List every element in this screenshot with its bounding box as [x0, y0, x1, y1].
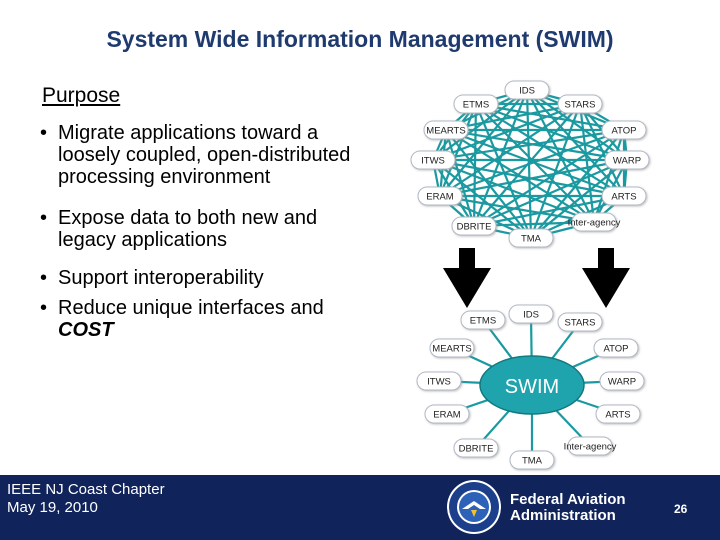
top-node-label: ARTS — [611, 192, 636, 203]
top-node-stars: STARS — [557, 94, 603, 114]
bottom-node-atop: ATOP — [593, 338, 639, 358]
top-node-label: DBRITE — [457, 222, 492, 233]
bottom-node-label: TMA — [522, 456, 543, 467]
top-node-inter-agency: Inter-agency — [568, 212, 621, 232]
bottom-node-inter-agency: Inter-agency — [564, 436, 617, 456]
bullet-expose-data: Expose data to both new and legacy appli… — [40, 207, 370, 251]
bullet-list: Migrate applications toward a loosely co… — [40, 122, 370, 359]
top-node-atop: ATOP — [601, 120, 647, 140]
footer-date: May 19, 2010 — [7, 499, 98, 516]
page-number: 26 — [674, 502, 688, 516]
top-node-etms: ETMS — [453, 94, 499, 114]
bottom-node-dbrite: DBRITE — [453, 438, 499, 458]
top-node-label: Inter-agency — [568, 218, 621, 229]
bullet-reduce-text: Reduce unique interfaces and — [58, 297, 324, 319]
bottom-node-label: ITWS — [427, 377, 451, 388]
swim-hub: SWIM — [479, 355, 585, 415]
top-node-warp: WARP — [604, 150, 650, 170]
top-node-tma: TMA — [508, 228, 554, 248]
top-node-dbrite: DBRITE — [451, 216, 497, 236]
top-node-eram: ERAM — [417, 186, 463, 206]
bullet-reduce-cost: Reduce unique interfaces and COST — [40, 297, 370, 341]
top-node-ids: IDS — [504, 80, 550, 100]
slide-title: System Wide Information Management (SWIM… — [106, 26, 614, 52]
bottom-node-etms: ETMS — [460, 310, 506, 330]
mesh-link — [526, 89, 628, 161]
top-node-label: WARP — [613, 156, 641, 167]
cost-emphasis: COST — [58, 319, 114, 341]
top-node-itws: ITWS — [410, 150, 456, 170]
faa-name-line1: Federal Aviation — [510, 491, 626, 508]
footer-bar: IEEE NJ Coast Chapter May 19, 2010 Feder… — [0, 475, 720, 540]
footer-org: IEEE NJ Coast Chapter May 19, 2010 — [7, 481, 165, 517]
bottom-node-label: DBRITE — [459, 444, 494, 455]
bottom-node-label: ERAM — [433, 410, 461, 421]
bottom-node-label: WARP — [608, 377, 636, 388]
bottom-node-warp: WARP — [599, 371, 645, 391]
bottom-node-label: ARTS — [605, 410, 630, 421]
mesh-link — [438, 103, 478, 197]
top-node-label: ETMS — [463, 100, 489, 111]
bottom-node-ids: IDS — [508, 304, 554, 324]
bottom-node-label: MEARTS — [432, 344, 471, 355]
mesh-link — [472, 103, 478, 227]
mesh-link — [475, 102, 628, 162]
faa-name: Federal Aviation Administration — [510, 492, 626, 524]
bottom-node-tma: TMA — [509, 450, 555, 470]
mesh-link — [475, 103, 625, 197]
top-node-label: ITWS — [421, 156, 445, 167]
bottom-node-label: IDS — [523, 310, 539, 321]
mesh-link — [432, 158, 625, 198]
faa-seal-icon — [447, 480, 501, 534]
footer-chapter: IEEE NJ Coast Chapter — [7, 481, 165, 498]
mesh-link — [473, 158, 628, 228]
top-node-arts: ARTS — [601, 186, 647, 206]
bottom-node-label: ETMS — [470, 316, 496, 327]
mesh-link — [473, 194, 625, 228]
bottom-node-mearts: MEARTS — [429, 338, 475, 358]
down-arrow-left — [443, 248, 491, 308]
swim-hub-label: SWIM — [505, 376, 559, 398]
top-node-label: ERAM — [426, 192, 454, 203]
top-node-label: ATOP — [612, 126, 637, 137]
bottom-node-label: ATOP — [604, 344, 629, 355]
bottom-node-label: Inter-agency — [564, 442, 617, 453]
top-node-mearts: MEARTS — [423, 120, 469, 140]
mesh-link — [445, 129, 532, 239]
bottom-node-label: STARS — [565, 318, 596, 329]
mesh-link — [444, 129, 476, 227]
down-arrow-right — [582, 248, 630, 308]
bottom-node-arts: ARTS — [595, 404, 641, 424]
mesh-link — [475, 103, 595, 223]
purpose-heading: Purpose — [42, 84, 121, 107]
bottom-node-itws: ITWS — [416, 371, 462, 391]
top-node-label: TMA — [521, 234, 542, 245]
bottom-node-stars: STARS — [557, 312, 603, 332]
top-node-label: MEARTS — [426, 126, 465, 137]
top-node-label: STARS — [565, 100, 596, 111]
mesh-link — [475, 102, 625, 132]
top-node-label: IDS — [519, 86, 535, 97]
mesh-link — [432, 158, 595, 224]
mesh-link — [439, 103, 581, 197]
mesh-link — [530, 159, 628, 239]
faa-name-line2: Administration — [510, 507, 616, 524]
bottom-node-eram: ERAM — [424, 404, 470, 424]
mesh-link — [530, 129, 625, 239]
mesh-link — [474, 103, 533, 239]
mesh-link — [445, 129, 595, 223]
mesh-link — [432, 89, 528, 161]
bullet-interoperability: Support interoperability — [40, 267, 370, 289]
bullet-migrate: Migrate applications toward a loosely co… — [40, 122, 370, 188]
